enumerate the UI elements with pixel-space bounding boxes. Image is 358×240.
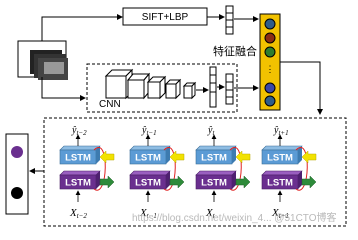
backward-arrow (301, 150, 317, 164)
lstm-bottom-label: LSTM (267, 178, 293, 189)
y-hat-subscript: t+1 (278, 129, 288, 137)
fused-node (264, 82, 276, 94)
video-frames (17, 40, 68, 80)
fused-node (264, 18, 276, 30)
sift-feature-vector (225, 5, 234, 35)
lstm-top-cell-side (298, 146, 302, 164)
lstm-bottom-label: LSTM (135, 178, 161, 189)
y-hat-label: ŷt−2 (71, 125, 87, 137)
y-hat-subscript: t−1 (146, 129, 156, 137)
lstm-bottom-cell-top (195, 170, 237, 176)
forward-arrow (301, 175, 317, 189)
lstm-bottom-cell-side (232, 171, 236, 189)
y-hat-label: ŷt+1 (273, 125, 289, 137)
recurrent-loop (295, 147, 308, 191)
fusion-label: 特征融合 (213, 44, 257, 58)
backward-arrow (99, 150, 115, 164)
lstm-top-label: LSTM (201, 153, 227, 164)
recurrent-loop (229, 147, 242, 191)
watermark: https://blog.csdn.net/weixin_4... @51CTO… (132, 211, 337, 224)
recurrent-loop (93, 147, 106, 191)
x-input-label: Xt−2 (69, 207, 87, 220)
y-hat-subscript: t (212, 129, 215, 137)
lstm-bottom-cell-top (59, 170, 101, 176)
y-hat-subscript: t−2 (76, 129, 87, 137)
y-hat-label: ŷt (207, 125, 215, 137)
fused-node (264, 32, 276, 44)
cnn-fc-vector (209, 66, 217, 108)
x-input-label: Xt (205, 207, 216, 220)
lstm-top-label: LSTM (65, 153, 91, 164)
x-input-subscript: t (213, 212, 216, 220)
lstm-top-label: LSTM (267, 153, 293, 164)
forward-arrow (235, 175, 251, 189)
ellipsis: ⋮ (266, 64, 275, 74)
output-class-2 (11, 187, 23, 199)
lstm-top-cell-side (232, 146, 236, 164)
output-class-1 (11, 146, 23, 158)
lstm-bottom-cell-top (129, 170, 171, 176)
lstm-container (43, 117, 347, 227)
backward-arrow (169, 150, 185, 164)
recurrent-loop (163, 147, 176, 191)
lstm-columns: LSTMLSTMŷt−2Xt−2LSTMLSTMŷt−1Xt−1LSTMLSTM… (59, 125, 317, 220)
lstm-top-cell-side (96, 146, 100, 164)
lstm-bottom-cell-side (298, 171, 302, 189)
sift-lbp-label: SIFT+LBP (142, 12, 189, 23)
cnn-box (86, 63, 238, 113)
lstm-bottom-cell-top (261, 170, 303, 176)
y-hat-label: ŷt−1 (141, 125, 157, 137)
cnn-layers (104, 68, 197, 100)
lstm-top-label: LSTM (135, 153, 161, 164)
cnn-label: CNN (99, 99, 121, 110)
backward-arrow (235, 150, 251, 164)
lstm-top-cell-side (166, 146, 170, 164)
lstm-bottom-cell-side (96, 171, 100, 189)
forward-arrow (169, 175, 185, 189)
x-input-subscript: t−1 (147, 212, 157, 220)
lstm-bottom-cell-side (166, 171, 170, 189)
lstm-bottom-label: LSTM (65, 178, 91, 189)
cnn-feature-vector (225, 73, 234, 105)
diagram-canvas: SIFT+LBP CNN (5, 5, 347, 227)
forward-arrow (99, 175, 115, 189)
fused-node (264, 95, 276, 107)
x-input-subscript: t−2 (77, 212, 88, 220)
lstm-bottom-label: LSTM (201, 178, 227, 189)
fused-node (264, 46, 276, 58)
x-input-subscript: t+1 (279, 212, 289, 220)
